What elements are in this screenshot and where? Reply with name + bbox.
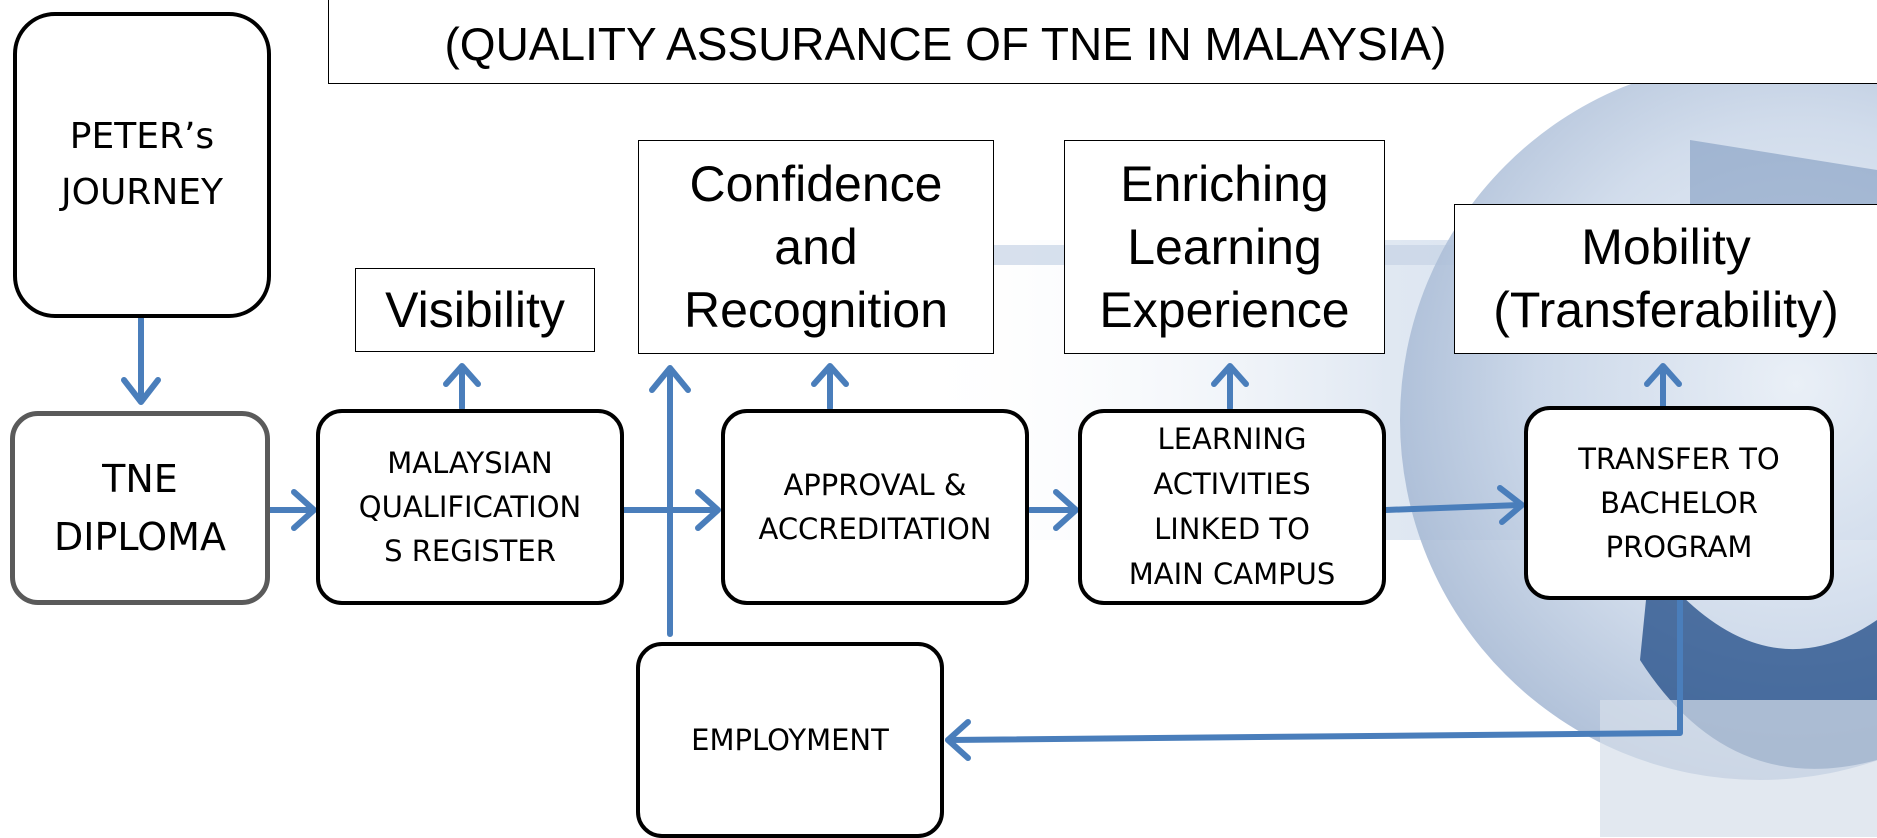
page-title-box: (QUALITY ASSURANCE OF TNE IN MALAYSIA) <box>328 0 1877 84</box>
mqr-label: MALAYSIAN QUALIFICATION S REGISTER <box>358 446 582 568</box>
transfer-bachelor-box: TRANSFER TO BACHELOR PROGRAM <box>1524 406 1834 600</box>
enriching-learning-label: Enriching Learning Experience <box>1099 155 1350 338</box>
approval-box: APPROVAL & ACCREDITATION <box>721 409 1029 605</box>
arrow-learning-to-transfer <box>1383 502 1523 513</box>
mobility-box: Mobility (Transferability) <box>1454 204 1877 354</box>
page-title: (QUALITY ASSURANCE OF TNE IN MALAYSIA) <box>444 17 1447 70</box>
employment-label: EMPLOYMENT <box>691 723 889 757</box>
tne-diploma-box: TNE DIPLOMA <box>10 411 270 605</box>
confidence-recognition-box: Confidence and Recognition <box>638 140 994 354</box>
confidence-recognition-label: Confidence and Recognition <box>683 155 949 338</box>
peters-journey-label: PETER’s JOURNEY <box>61 116 223 213</box>
transfer-bachelor-label: TRANSFER TO BACHELOR PROGRAM <box>1578 442 1780 564</box>
employment-box: EMPLOYMENT <box>636 642 944 838</box>
mobility-label: Mobility (Transferability) <box>1493 219 1839 338</box>
enriching-learning-box: Enriching Learning Experience <box>1064 140 1385 354</box>
visibility-label: Visibility <box>385 282 565 338</box>
mqr-box: MALAYSIAN QUALIFICATION S REGISTER <box>316 409 624 605</box>
arrow-transfer-to-employment <box>945 595 1683 743</box>
peters-journey-box: PETER’s JOURNEY <box>13 12 271 318</box>
learning-activities-box: LEARNING ACTIVITIES LINKED TO MAIN CAMPU… <box>1078 409 1386 605</box>
approval-label: APPROVAL & ACCREDITATION <box>758 468 992 546</box>
learning-activities-label: LEARNING ACTIVITIES LINKED TO MAIN CAMPU… <box>1128 422 1336 591</box>
tne-diploma-label: TNE DIPLOMA <box>54 457 226 559</box>
visibility-box: Visibility <box>355 268 595 352</box>
